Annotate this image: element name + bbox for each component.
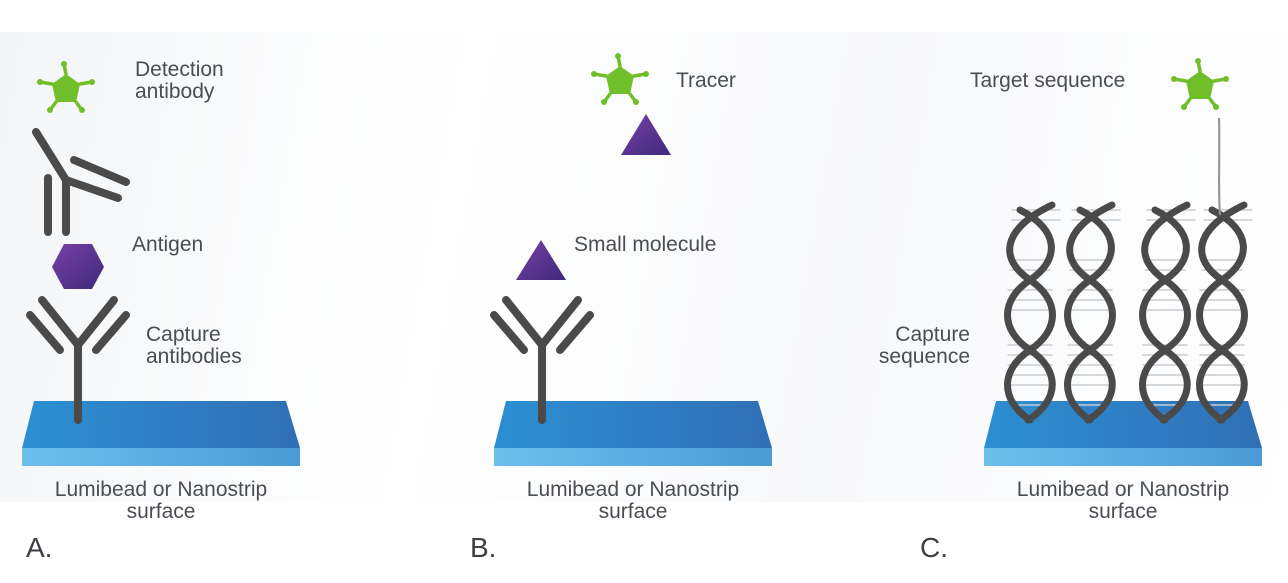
panel-a-figure <box>22 59 300 466</box>
panel-a-letter: A. <box>26 532 53 563</box>
panel-c-target-icon <box>1169 56 1231 112</box>
panel-b-letter: B. <box>470 532 497 563</box>
panel-c-surface-line1: Lumibead or Nanostrip <box>1016 478 1230 501</box>
panel-c-capture-label: Capture sequence <box>872 324 970 368</box>
panel-a-detection-antibody <box>32 128 130 236</box>
panel-c-capture-helix-4 <box>1200 205 1253 420</box>
panel-a-capture-antibody <box>26 296 130 424</box>
panel-b-tracer-triangle <box>621 114 671 155</box>
panel-c-target-strand <box>1218 117 1221 216</box>
panel-a-detection-label: Detection antibody <box>135 59 224 103</box>
panel-c-surface <box>984 401 1262 466</box>
panel-a-antigen-hexagon <box>52 244 104 289</box>
panel-a-surface-line2: surface <box>126 500 196 523</box>
panel-c-surface-label: Lumibead or Nanostrip surface <box>984 479 1262 523</box>
panel-a-surface-label: Lumibead or Nanostrip surface <box>22 479 300 523</box>
panel-c-capture-helix-3 <box>1143 205 1196 420</box>
panel-b-tracer-label: Tracer <box>676 69 736 92</box>
panel-a-surface <box>22 401 300 466</box>
panel-c-capture-helix-2 <box>1068 205 1121 420</box>
panel-c-target-label: Target sequence <box>970 69 1126 92</box>
panel-c-letter: C. <box>920 532 948 563</box>
panel-c-capture-helix-1 <box>1008 205 1061 420</box>
panel-b-surface-line2: surface <box>598 500 668 523</box>
panel-a-detection-line2: antibody <box>135 80 215 103</box>
panel-b-small-molecule-label: Small molecule <box>574 233 717 256</box>
panel-c-surface-line2: surface <box>1088 500 1158 523</box>
panel-c-capture-line1: Capture <box>895 323 970 346</box>
panel-a-capture-label: Capture antibodies <box>146 324 242 368</box>
panel-b-tracer-icon <box>589 51 651 107</box>
panel-b-capture-antibody <box>490 296 594 424</box>
panel-c-capture-line2: sequence <box>878 345 970 368</box>
panel-a-capture-line1: Capture <box>146 323 221 346</box>
panel-b-surface <box>494 401 772 466</box>
panel-b-figure <box>490 51 772 466</box>
panel-b-surface-line1: Lumibead or Nanostrip <box>526 478 740 501</box>
panel-b-small-molecule-triangle <box>516 240 566 280</box>
panel-c-figure <box>984 56 1262 466</box>
panel-a-capture-line2: antibodies <box>146 345 242 368</box>
panel-a-antigen-label: Antigen <box>132 233 204 256</box>
panel-a-surface-line1: Lumibead or Nanostrip <box>54 478 268 501</box>
panel-a-detection-line1: Detection <box>135 58 224 81</box>
panel-a-label-icon <box>35 59 97 115</box>
panel-b-surface-label: Lumibead or Nanostrip surface <box>494 479 772 523</box>
